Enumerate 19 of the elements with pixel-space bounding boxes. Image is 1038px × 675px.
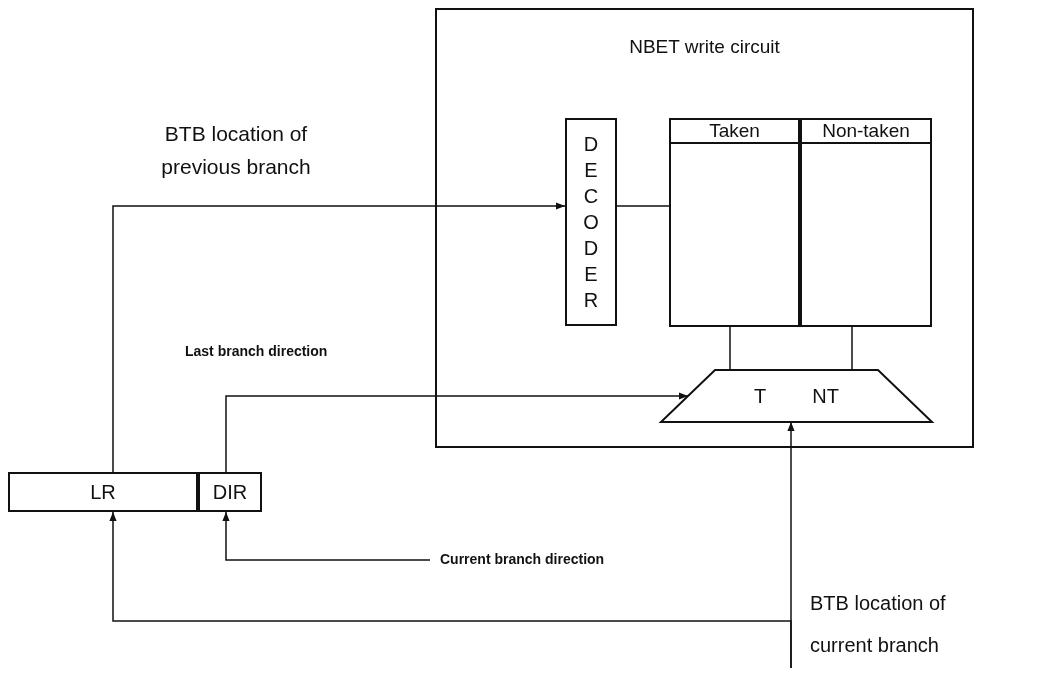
arrow bbox=[222, 511, 431, 561]
register-field: DIR bbox=[198, 472, 262, 512]
column-header: Non-taken bbox=[802, 120, 930, 144]
arrow bbox=[225, 392, 689, 473]
register-field: LR bbox=[8, 472, 198, 512]
mux-input-label: T bbox=[754, 384, 767, 408]
connector-line bbox=[729, 326, 731, 371]
arrow bbox=[109, 511, 792, 669]
mux-input-label: NT bbox=[812, 384, 839, 408]
decoder-box bbox=[565, 118, 617, 326]
table-column bbox=[669, 118, 800, 327]
connector-line bbox=[851, 326, 853, 371]
connector-line bbox=[616, 205, 670, 207]
decoder-label: DECODER bbox=[582, 132, 600, 313]
frame-title: NBET write circuit bbox=[628, 36, 781, 58]
table-column bbox=[800, 118, 932, 327]
column-header: Taken bbox=[671, 120, 798, 144]
arrow bbox=[112, 202, 566, 473]
circuit-frame bbox=[435, 8, 974, 448]
